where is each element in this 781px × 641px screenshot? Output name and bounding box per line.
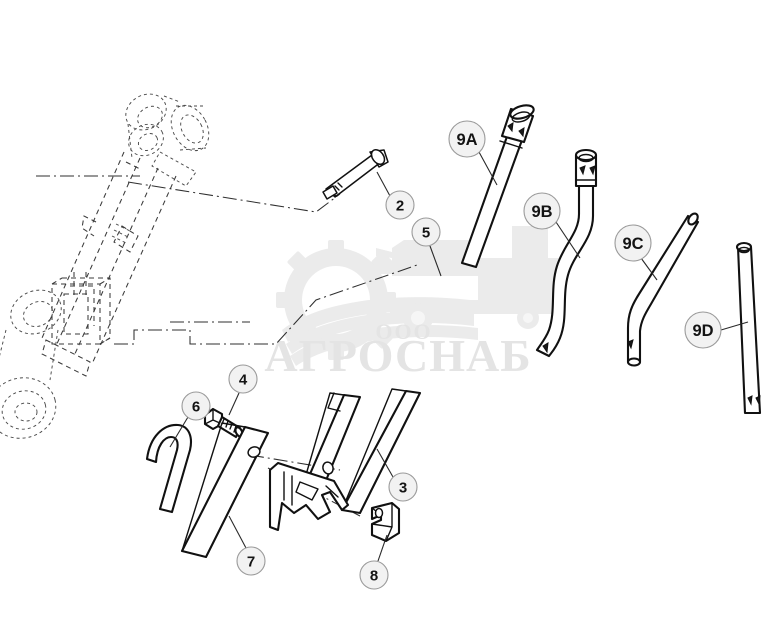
callout-circle-8[interactable] [359,560,389,590]
callout-circle-7[interactable] [236,546,266,576]
callout-5[interactable]: 5 [411,217,442,277]
callout-circle-9b[interactable] [523,192,561,230]
callout-2[interactable]: 2 [376,171,415,220]
callout-4[interactable]: 4 [228,364,258,416]
watermark: ООО АГРОСНАБ [264,226,560,381]
callout-label-9c: 9C [622,235,643,253]
leader-line-9b [555,221,581,259]
leader-line-2 [376,171,391,197]
callout-layer: 2 5 9A 9B 9C [169,120,749,590]
leader-line-8 [377,534,388,562]
leader-line-3 [376,448,394,478]
callout-label-6: 6 [192,399,200,416]
callout-circle-6[interactable] [181,391,211,421]
tube-9d [735,241,762,415]
callout-label-4: 4 [239,372,248,389]
watermark-brand-sub: ООО [375,319,432,344]
tube-9a [460,104,535,269]
callout-label-9a: 9A [456,131,477,149]
callout-8[interactable]: 8 [359,534,389,590]
callout-3[interactable]: 3 [376,448,418,502]
callout-circle-9c[interactable] [614,224,652,262]
spring-clip-6 [145,423,192,514]
leader-line-9d [720,321,749,331]
callout-label-8: 8 [370,568,378,585]
leader-line-7 [228,515,247,549]
callout-circle-2[interactable] [385,190,415,220]
flat-bar-7 [180,422,270,559]
callout-label-9d: 9D [692,322,713,340]
callout-7[interactable]: 7 [228,515,266,576]
tube-9c [626,212,700,367]
callout-label-7: 7 [247,554,255,571]
retainer-clip-8 [370,501,401,543]
pivot-pin-bolt [322,149,389,200]
callout-label-2: 2 [396,198,404,215]
watermark-brand-main: АГРОСНАБ [264,330,531,381]
leader-line-9c [640,257,658,281]
phantom-boom-assembly [0,93,210,439]
callout-circle-9d[interactable] [684,311,722,349]
leader-line-5 [429,245,442,277]
callout-9c[interactable]: 9C [614,224,658,281]
callout-circle-5[interactable] [411,217,441,247]
leader-line-4 [228,392,240,416]
callout-9b[interactable]: 9B [523,192,581,259]
callout-9a[interactable]: 9A [448,120,498,186]
callout-circle-3[interactable] [388,472,418,502]
tube-9b [535,148,598,358]
leader-line-9a [478,151,498,186]
callout-circle-4[interactable] [228,364,258,394]
fork-frame-3 [268,388,422,532]
combine-harvester-icon [366,226,560,333]
callout-label-5: 5 [422,225,430,242]
callout-label-3: 3 [399,480,407,497]
callout-6[interactable]: 6 [169,391,211,448]
callout-label-9b: 9B [531,203,552,221]
callout-9d[interactable]: 9D [684,311,749,349]
callout-circle-9a[interactable] [448,120,486,158]
leader-line-6 [169,416,189,448]
